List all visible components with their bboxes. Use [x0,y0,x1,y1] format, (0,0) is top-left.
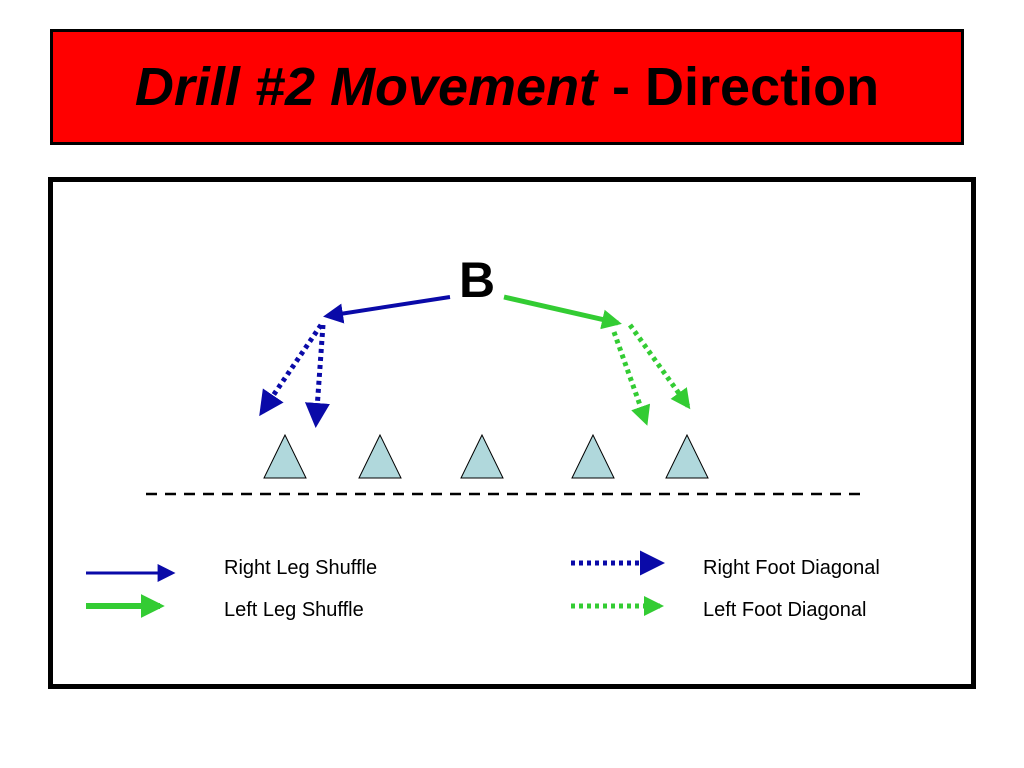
cone [358,433,402,479]
legend-label-left-foot-diagonal: Left Foot Diagonal [703,599,867,621]
player-label: B [459,252,495,308]
legend-label-left-leg-shuffle: Left Leg Shuffle [224,599,364,621]
title-italic-part: Drill #2 Movement [134,57,598,117]
cones [263,433,709,479]
title-banner: Drill #2 Movement - Direction [50,29,964,145]
arrow-left-leg-shuffle [503,294,622,330]
cone [665,433,709,479]
cone [263,433,307,479]
legend-label-right-foot-diagonal: Right Foot Diagonal [703,557,880,579]
arrow-left-foot-diagonal-inner [611,331,651,426]
arrow-right-foot-diagonal-outer [259,323,324,417]
cone [460,433,504,479]
arrow-right-foot-diagonal-inner [304,324,330,428]
title-rest: - Direction [597,57,880,117]
legend-label-right-leg-shuffle: Right Leg Shuffle [224,557,378,579]
cone [571,433,615,479]
arrow-left-foot-diagonal-outer [627,323,691,410]
arrow-right-leg-shuffle [323,295,451,324]
slide-title: Drill #2 Movement - Direction [135,56,879,118]
diagram-frame [48,177,976,689]
